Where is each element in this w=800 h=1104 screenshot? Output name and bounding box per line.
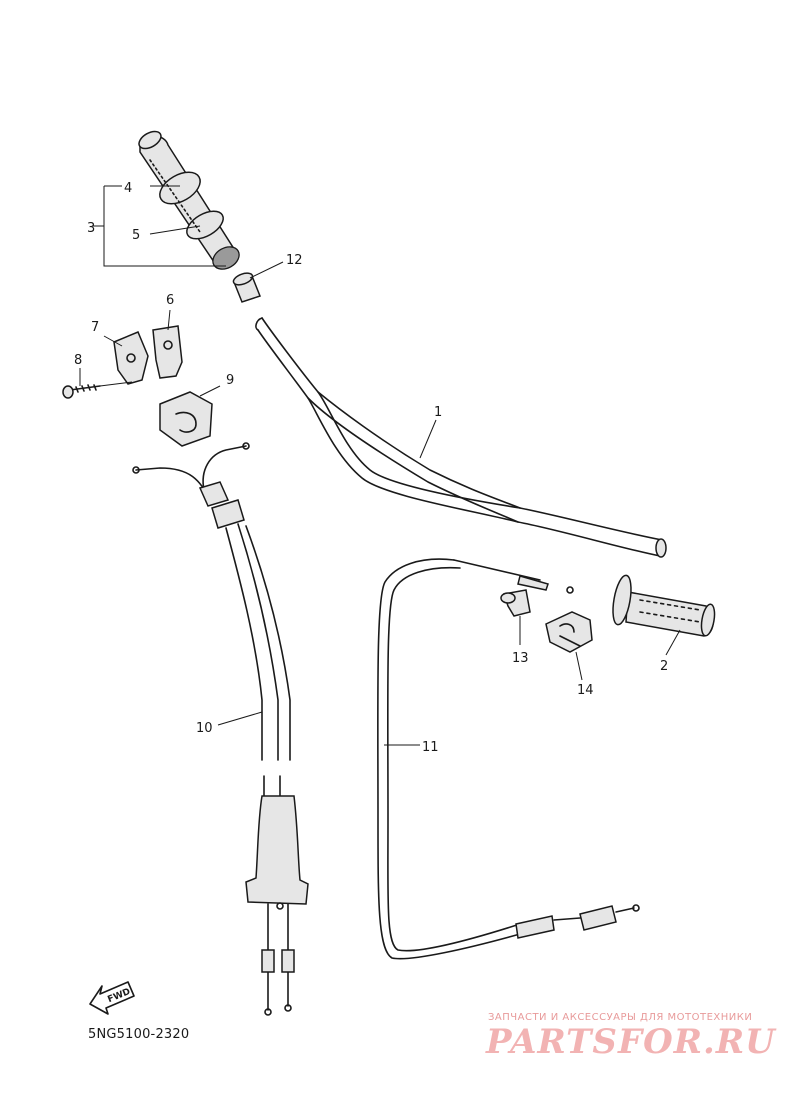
callout-12: 12 [286, 253, 303, 268]
callout-14: 14 [577, 683, 594, 698]
watermark-logo: PARTSFOR.RU [486, 1022, 776, 1062]
callout-5: 5 [132, 228, 140, 243]
callout-11: 11 [422, 740, 439, 755]
callout-labels: 4 3 5 12 6 7 8 9 1 2 13 14 10 11 [74, 181, 668, 755]
part-bolt [62, 384, 101, 399]
part-handlebar-clamp [159, 391, 213, 447]
callout-8: 8 [74, 353, 82, 368]
callout-4: 4 [124, 181, 132, 196]
part-handlebar-holder-upper [152, 325, 183, 379]
part-collar [232, 272, 261, 303]
callout-3: 3 [87, 221, 95, 236]
part-cable-adjuster [500, 589, 531, 617]
watermark-tagline: ЗАПЧАСТИ И АКСЕССУАРЫ ДЛЯ МОТОТЕХНИКИ [488, 1012, 753, 1023]
part-right-grip [612, 574, 716, 637]
callout-13: 13 [512, 651, 529, 666]
part-clutch-cable [377, 558, 640, 960]
part-throttle-cables [132, 442, 309, 1016]
part-handlebar [255, 317, 667, 558]
part-left-grip-assembly [138, 130, 240, 270]
callout-10: 10 [196, 721, 213, 736]
fwd-arrow-icon: FWD [89, 981, 135, 1015]
part-handlebar-holder-lower [113, 331, 149, 385]
callout-2: 2 [660, 659, 668, 674]
part-lever-holder [545, 611, 593, 653]
callout-6: 6 [166, 293, 174, 308]
leader-lines [79, 185, 681, 746]
callout-7: 7 [91, 320, 99, 335]
callout-1: 1 [434, 405, 442, 420]
callout-9: 9 [226, 373, 234, 388]
diagram-code: 5NG5100-2320 [88, 1027, 190, 1042]
